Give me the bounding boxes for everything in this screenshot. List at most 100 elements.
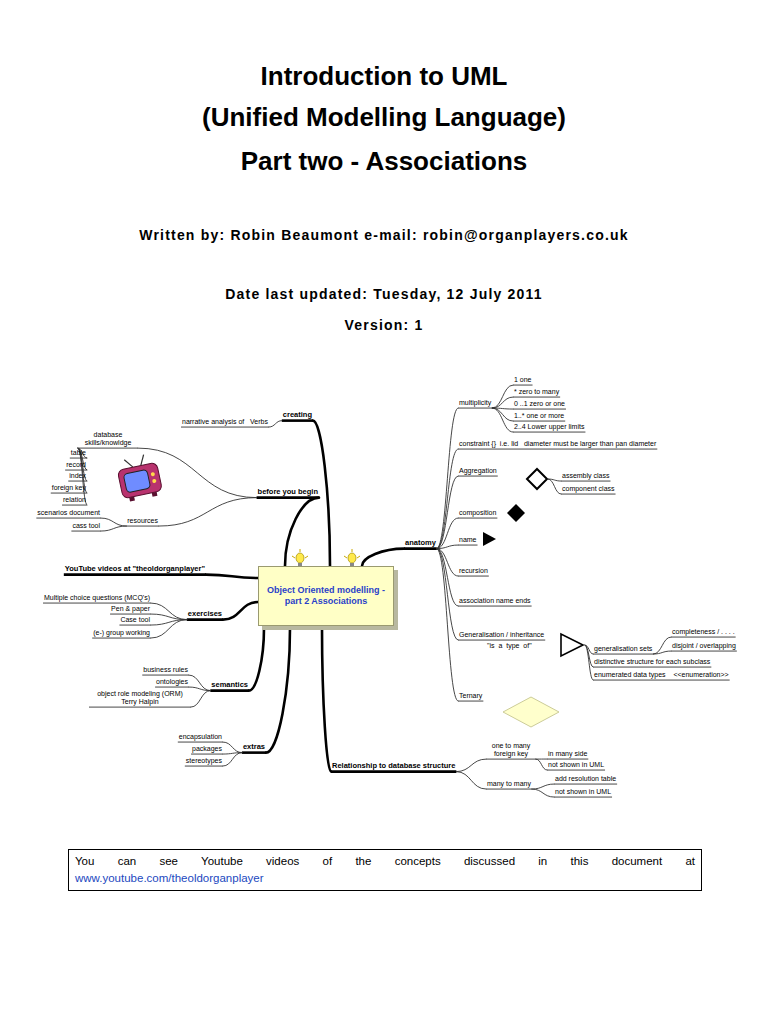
header-text: (Unified Modelling Language) bbox=[0, 104, 768, 130]
underline bbox=[155, 687, 189, 688]
sub-branch bbox=[151, 603, 187, 620]
sub-branch bbox=[223, 753, 242, 766]
topic-label: "is a type of" bbox=[487, 642, 532, 650]
topic-label: Multiple choice questions (MCQ's) bbox=[44, 594, 150, 602]
central-topic-box: Object Oriented modelling - part 2 Assoc… bbox=[258, 566, 394, 626]
underline bbox=[486, 789, 532, 790]
topic-label: Case tool bbox=[120, 616, 150, 624]
main-branch bbox=[362, 549, 404, 566]
sub-branch bbox=[189, 687, 210, 691]
topic-label: narrative analysis of Verbs bbox=[182, 418, 268, 426]
topic-label: Ternary bbox=[459, 692, 482, 700]
sub-branch bbox=[536, 759, 547, 770]
topic-label: disjoint / overlapping bbox=[672, 642, 736, 650]
node-text: You can see Youtube videos of the concep… bbox=[75, 853, 695, 870]
sub-branch bbox=[492, 408, 513, 432]
sub-branch bbox=[138, 448, 257, 498]
underline bbox=[458, 518, 497, 519]
underline bbox=[458, 545, 478, 546]
branch-label: anatomy bbox=[405, 539, 436, 548]
underline bbox=[458, 606, 532, 607]
topic-label: Generalisation / inheritance bbox=[459, 631, 544, 639]
sub-branch bbox=[653, 651, 671, 654]
topic-label: many to many bbox=[487, 780, 531, 788]
topic-label: assembly class bbox=[562, 472, 609, 480]
underline bbox=[92, 638, 151, 639]
main-branch bbox=[266, 628, 290, 753]
topic-label: 1..* one or more bbox=[514, 412, 564, 420]
underline bbox=[458, 408, 492, 409]
underline bbox=[458, 476, 498, 477]
underline bbox=[68, 481, 87, 482]
topic-label: multiplicity bbox=[459, 399, 491, 407]
sub-branch bbox=[532, 784, 554, 789]
underline bbox=[178, 742, 223, 743]
topic-label: completeness / . . . . bbox=[672, 628, 735, 636]
topic-label: object role modeling (ORM) Terry Halpin bbox=[90, 690, 190, 706]
underline bbox=[671, 651, 737, 652]
sub-branch bbox=[151, 620, 187, 638]
title: Introduction to UML bbox=[0, 63, 768, 89]
sub-branch bbox=[456, 772, 486, 789]
underline bbox=[64, 573, 206, 576]
topic-label: index bbox=[69, 472, 86, 480]
sub-branch bbox=[492, 385, 513, 408]
topic-label: add resolution table bbox=[555, 775, 616, 783]
sub-branch bbox=[189, 675, 210, 691]
underline bbox=[36, 518, 101, 519]
branch-label: creating bbox=[283, 411, 312, 420]
lightbulb-icon bbox=[292, 549, 308, 566]
topic-label: enumerated data types <<enumeration>> bbox=[594, 671, 729, 679]
sub-branch bbox=[101, 518, 126, 526]
underline bbox=[126, 526, 159, 527]
topic-label: not shown in UML bbox=[555, 788, 611, 796]
underline bbox=[331, 770, 456, 773]
topic-label: relation bbox=[63, 496, 86, 504]
underline bbox=[513, 385, 533, 386]
sub-branch bbox=[456, 759, 486, 772]
topic-label: resources bbox=[127, 517, 158, 525]
sub-branch bbox=[437, 545, 458, 549]
underline bbox=[181, 427, 269, 428]
branch-label: Relationship to database structure bbox=[332, 762, 455, 771]
sub-branch bbox=[191, 691, 210, 707]
underline bbox=[142, 675, 189, 676]
underline bbox=[110, 614, 151, 615]
underline bbox=[404, 547, 437, 550]
underline bbox=[89, 707, 191, 708]
underline bbox=[458, 701, 483, 702]
header-text: Version: 1 bbox=[0, 318, 768, 332]
topic-label: 1 one bbox=[514, 376, 532, 384]
branch-label: exercises bbox=[188, 610, 222, 619]
topic-label: (e-) group working bbox=[93, 629, 150, 637]
topic-label: composition bbox=[459, 509, 496, 517]
sub-branch bbox=[223, 742, 242, 753]
sub-branch bbox=[159, 498, 257, 526]
topic-label: * zero to many bbox=[514, 388, 559, 396]
branch-label: before you begin bbox=[258, 488, 318, 497]
sub-branch bbox=[548, 479, 561, 494]
main-branch bbox=[285, 498, 319, 566]
composition-diamond bbox=[507, 504, 525, 522]
link-text: www.youtube.com/theoldorganplayer bbox=[75, 870, 695, 887]
main-branch bbox=[206, 575, 258, 578]
underline bbox=[513, 432, 585, 433]
topic-label: constraint {} i.e. lid diameter must be … bbox=[459, 440, 656, 448]
topic-label: one to many foreign key bbox=[487, 742, 535, 758]
sub-branch bbox=[437, 476, 458, 549]
underline bbox=[70, 458, 87, 459]
topic-label: stereotypes bbox=[186, 757, 222, 765]
underline bbox=[547, 759, 588, 760]
underline bbox=[187, 618, 223, 621]
topic-label: generalisation sets bbox=[594, 645, 652, 653]
topic-label: name bbox=[459, 536, 477, 544]
underline bbox=[119, 625, 151, 626]
underline bbox=[513, 397, 560, 398]
topic-label: scenarios document bbox=[37, 509, 100, 517]
sub-branch bbox=[269, 421, 282, 427]
underline bbox=[561, 494, 616, 495]
node-text: Object Oriented modelling - part 2 Assoc… bbox=[263, 585, 389, 608]
branch-label: semantics bbox=[211, 681, 248, 690]
underline bbox=[242, 751, 266, 754]
underline bbox=[71, 531, 101, 532]
